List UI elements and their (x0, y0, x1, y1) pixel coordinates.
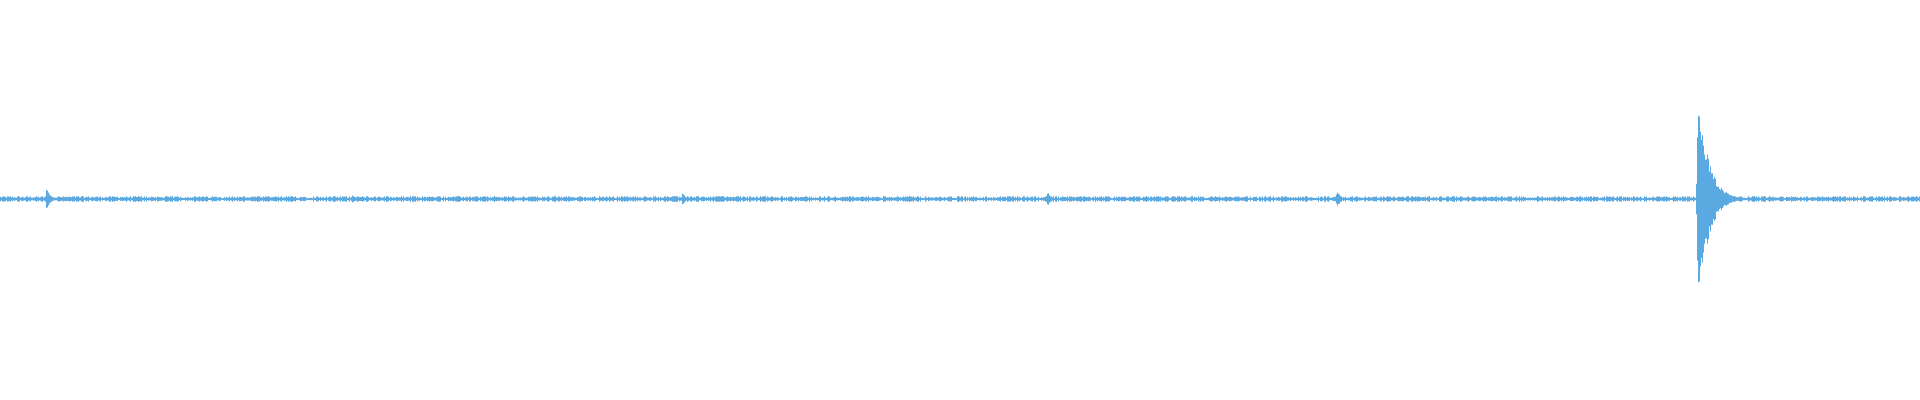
waveform-trace (0, 115, 1920, 283)
